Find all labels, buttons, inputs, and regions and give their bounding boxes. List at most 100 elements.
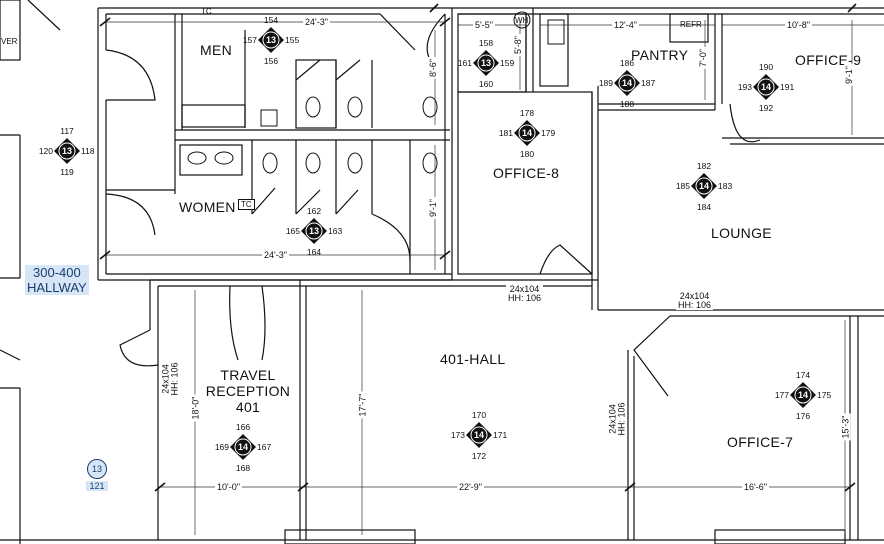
marker-circle-icon bbox=[794, 386, 812, 404]
dim-women-vertical: 9'-1" bbox=[427, 197, 438, 219]
marker-label-top: 174 bbox=[796, 370, 810, 380]
marker-label-top: 162 bbox=[307, 206, 321, 216]
fixture-water-heater: WH bbox=[515, 16, 529, 25]
marker-label-right: 191 bbox=[780, 82, 794, 92]
hallway-line: HALLWAY bbox=[27, 280, 87, 295]
marker-label-top: 117 bbox=[60, 126, 74, 136]
fixture-tc-women: TC bbox=[238, 199, 255, 210]
marker-label-right: 155 bbox=[285, 35, 299, 45]
callout-line: HH: 106 bbox=[508, 293, 542, 303]
header-callout-reception: 24x104 HH: 106 bbox=[161, 360, 180, 398]
room-label-women: WOMEN bbox=[179, 199, 236, 215]
marker-label-top: 170 bbox=[472, 410, 486, 420]
marker-number: 13 bbox=[309, 226, 319, 236]
marker-label-top: 182 bbox=[697, 161, 711, 171]
dim-corridor: 5'-5" bbox=[473, 20, 495, 30]
marker-label-left: 177 bbox=[775, 390, 789, 400]
marker-circle-icon bbox=[618, 74, 636, 92]
room-label-401-hall: 401-HALL bbox=[440, 351, 506, 367]
marker-label-top: 158 bbox=[479, 38, 493, 48]
marker-label-top: 178 bbox=[520, 108, 534, 118]
grid-marker[interactable]: 13 158 160 161 159 bbox=[458, 38, 515, 89]
marker-number: 14 bbox=[522, 128, 532, 138]
marker-circle-icon bbox=[305, 222, 323, 240]
room-label-office-8: OFFICE-8 bbox=[493, 165, 560, 181]
marker-label-bottom: 184 bbox=[697, 202, 711, 212]
fixture-refrigerator: REFR bbox=[680, 20, 702, 29]
marker-number: 13 bbox=[481, 58, 491, 68]
marker-label-left: 173 bbox=[451, 430, 465, 440]
dim-hall-vertical: 17'-7" bbox=[357, 391, 368, 419]
dim-men-width: 24'-3" bbox=[303, 17, 330, 27]
marker-circle-icon bbox=[477, 54, 495, 72]
callout-line: HH: 106 bbox=[678, 300, 712, 310]
dim-women-width: 24'-3" bbox=[262, 250, 289, 260]
dim-pantry-vertical: 7'-0" bbox=[697, 47, 708, 69]
marker-label-top: 190 bbox=[759, 62, 773, 72]
marker-label-left: 161 bbox=[458, 58, 472, 68]
marker-circle-icon bbox=[58, 142, 76, 160]
marker-label-bottom: 160 bbox=[479, 79, 493, 89]
dim-office7-vertical: 15'-3" bbox=[840, 413, 851, 441]
marker-label-top: 186 bbox=[620, 58, 634, 68]
callout-line: HH: 106 bbox=[169, 362, 180, 396]
marker-label-right: 175 bbox=[817, 390, 831, 400]
room-label-men: MEN bbox=[200, 42, 233, 58]
room-label-office-9: OFFICE-9 bbox=[795, 52, 862, 68]
marker-number: 13 bbox=[62, 146, 72, 156]
location-pin[interactable]: 13 121 bbox=[86, 459, 108, 491]
marker-number: 14 bbox=[474, 430, 484, 440]
marker-label-right: 171 bbox=[493, 430, 507, 440]
marker-label-bottom: 172 bbox=[472, 451, 486, 461]
marker-number: 14 bbox=[238, 442, 248, 452]
marker-label-right: 187 bbox=[641, 78, 655, 88]
dim-closet-vertical: 8'-6" bbox=[427, 57, 438, 79]
marker-label-right: 159 bbox=[500, 58, 514, 68]
marker-label-bottom: 119 bbox=[60, 167, 74, 177]
marker-circle-icon bbox=[757, 78, 775, 96]
marker-number: 14 bbox=[622, 78, 632, 88]
dim-reception-vertical: 18'-0" bbox=[190, 394, 201, 422]
room-label-hallway: 300-400 HALLWAY bbox=[25, 265, 89, 295]
marker-circle-icon bbox=[234, 438, 252, 456]
grid-marker[interactable]: 13 154 156 157 155 bbox=[243, 15, 300, 66]
marker-label-bottom: 180 bbox=[520, 149, 534, 159]
callout-line: HH: 106 bbox=[616, 402, 627, 436]
fixture-ver: VER bbox=[1, 37, 18, 46]
marker-label-right: 167 bbox=[257, 442, 271, 452]
marker-label-right: 183 bbox=[718, 181, 732, 191]
marker-label-bottom: 156 bbox=[264, 56, 278, 66]
fixture-tc-top: TC bbox=[201, 7, 212, 16]
pin-icon: 13 bbox=[87, 459, 107, 479]
marker-circle-icon bbox=[518, 124, 536, 142]
marker-label-bottom: 168 bbox=[236, 463, 250, 473]
marker-circle-icon bbox=[470, 426, 488, 444]
header-callout-office8: 24x104 HH: 106 bbox=[506, 285, 544, 303]
room-label-travel-reception: TRAVEL RECEPTION 401 bbox=[205, 367, 291, 415]
pin-label: 121 bbox=[86, 481, 108, 491]
dim-office9-vertical: 9'-1" bbox=[843, 64, 854, 86]
marker-circle-icon bbox=[262, 31, 280, 49]
marker-label-top: 154 bbox=[264, 15, 278, 25]
marker-circle-icon bbox=[695, 177, 713, 195]
marker-label-left: 165 bbox=[286, 226, 300, 236]
marker-label-right: 163 bbox=[328, 226, 342, 236]
marker-label-bottom: 192 bbox=[759, 103, 773, 113]
dim-bottom-reception: 10'-0" bbox=[215, 482, 242, 492]
marker-label-left: 185 bbox=[676, 181, 690, 191]
room-label-line: 401 bbox=[235, 399, 261, 415]
marker-number: 13 bbox=[266, 35, 276, 45]
room-label-line: RECEPTION bbox=[205, 383, 291, 399]
grid-marker[interactable]: 14 170 172 173 171 bbox=[451, 410, 508, 461]
marker-label-left: 169 bbox=[215, 442, 229, 452]
marker-label-left: 157 bbox=[243, 35, 257, 45]
marker-label-right: 118 bbox=[81, 146, 95, 156]
